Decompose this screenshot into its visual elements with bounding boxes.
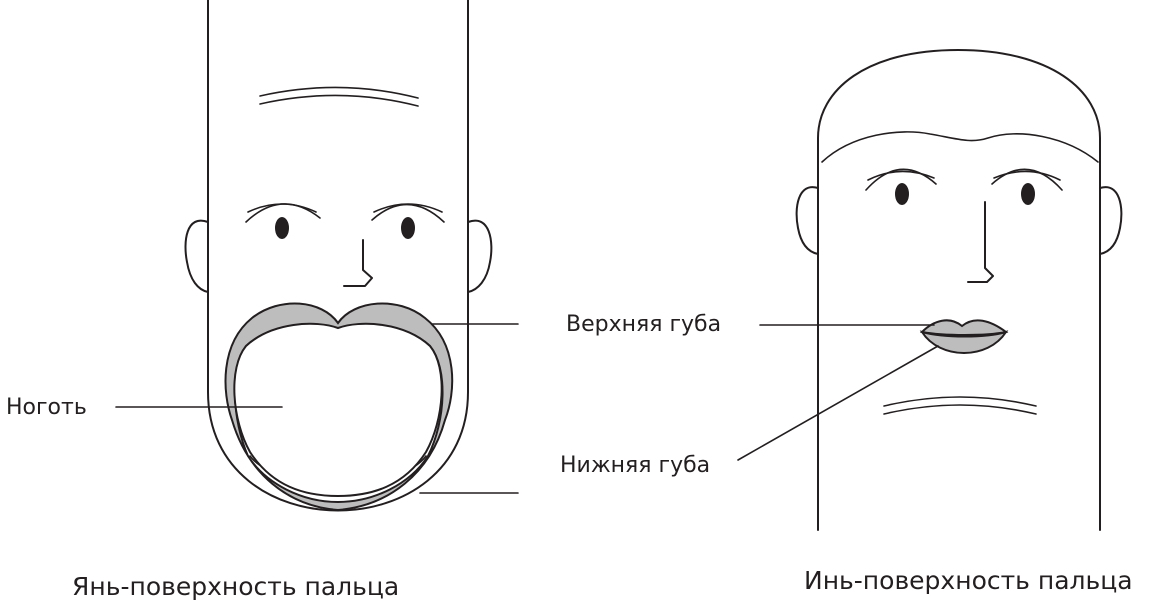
yang-forehead-line-upper — [260, 87, 418, 98]
yin-chin-line-lower — [884, 405, 1036, 414]
yin-upper-lip — [922, 320, 1006, 335]
yin-right-pupil — [1021, 183, 1035, 205]
yin-nose — [968, 202, 993, 282]
yin-left-ear — [797, 187, 818, 254]
upper-lip-label: Верхняя губа — [566, 314, 721, 336]
yang-left-pupil — [275, 217, 289, 239]
yang-forehead-line-lower — [260, 95, 418, 106]
yang-nail — [234, 324, 441, 496]
yin-finger-figure — [738, 50, 1121, 530]
yin-left-pupil — [895, 183, 909, 205]
yang-nose — [344, 240, 372, 286]
yang-surface-caption: Янь-поверхность пальца — [72, 574, 399, 599]
yang-right-pupil — [401, 217, 415, 239]
yang-finger-figure — [116, 0, 518, 511]
yin-right-ear — [1100, 187, 1121, 254]
lower-lip-label: Нижняя губа — [560, 455, 710, 477]
yang-left-eye-line — [248, 204, 316, 212]
yin-finger-outline — [818, 50, 1100, 530]
yin-lower-lip-pointer — [738, 346, 938, 460]
nail-label: Ноготь — [6, 397, 87, 419]
yin-hairline — [822, 132, 1098, 162]
yang-right-ear — [468, 221, 491, 292]
yin-surface-caption: Инь-поверхность пальца — [804, 568, 1133, 593]
yang-left-ear — [185, 221, 208, 292]
